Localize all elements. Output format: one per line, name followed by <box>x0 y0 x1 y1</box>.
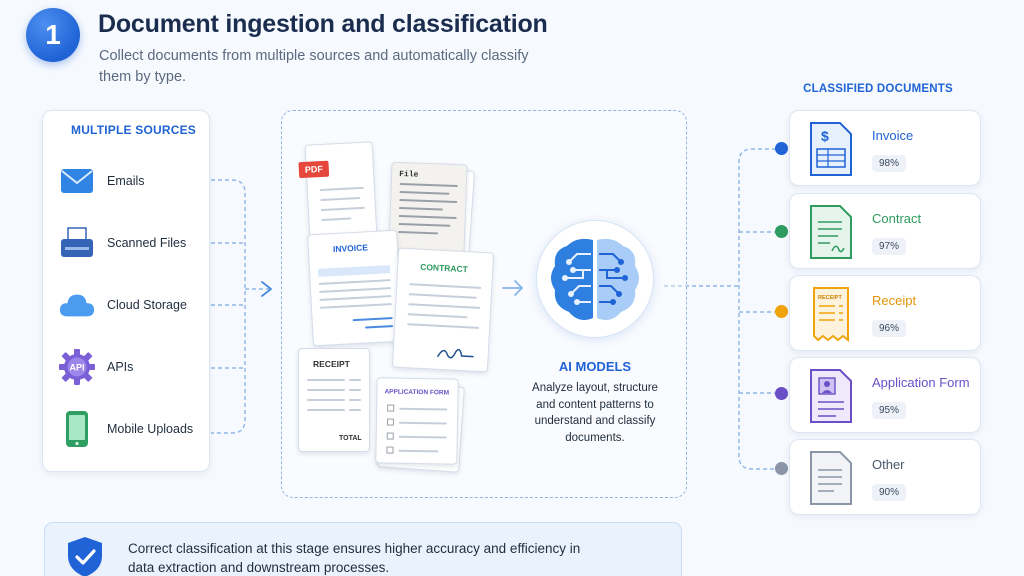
receipt-document: RECEIPT TOTAL <box>298 348 370 452</box>
receipt-icon-text: RECEIPT <box>818 295 842 301</box>
other-doc-icon <box>810 451 852 505</box>
source-label: Emails <box>107 174 145 188</box>
classified-label: Receipt <box>872 293 917 308</box>
classified-label: Invoice <box>872 128 914 143</box>
application-form-doc-title: APPLICATION FORM <box>384 388 450 397</box>
confidence-badge: 97% <box>872 238 907 255</box>
classified-label: Application Form <box>872 375 970 390</box>
confidence-badge: 95% <box>872 402 907 419</box>
classified-card-receipt: RECEIPT Receipt 96% <box>789 275 981 351</box>
source-label: Cloud Storage <box>107 298 187 312</box>
classified-card-application-form: Application Form 95% <box>789 357 981 433</box>
sources-panel: MULTIPLE SOURCES Emails Scanned Files Cl… <box>42 110 210 472</box>
source-item-emails: Emails <box>59 161 145 201</box>
classified-card-contract: Contract 97% <box>789 193 981 269</box>
classified-card-other: Other 90% <box>789 439 981 515</box>
receipt-doc-icon: RECEIPT <box>813 287 849 342</box>
invoice-connector-dot <box>775 142 788 155</box>
confidence-badge: 90% <box>872 484 907 501</box>
contract-doc-icon <box>810 205 852 259</box>
receipt-connector-dot <box>775 305 788 318</box>
classified-card-invoice: $ Invoice 98% <box>789 110 981 186</box>
pdf-tag: PDF <box>298 160 330 179</box>
classified-label: Other <box>872 457 905 472</box>
classified-heading: CLASSIFIED DOCUMENTS <box>803 83 953 95</box>
shield-check-icon <box>68 537 102 576</box>
mobile-phone-icon <box>59 411 95 447</box>
invoice-document: INVOICE <box>307 229 403 347</box>
contract-document: CONTRACT <box>391 247 495 373</box>
scan-tag: File <box>398 169 419 180</box>
application-form-document: APPLICATION FORM <box>375 377 459 465</box>
classified-label: Contract <box>872 211 922 226</box>
ai-model-circle <box>536 220 654 338</box>
invoice-doc-title: INVOICE <box>332 242 369 255</box>
source-item-apis: API APIs <box>59 347 133 387</box>
envelope-icon <box>59 163 95 199</box>
invoice-icon-text: $ <box>821 128 829 144</box>
source-item-mobile-uploads: Mobile Uploads <box>59 409 193 449</box>
api-icon-text: API <box>69 363 84 373</box>
scanner-icon <box>59 225 95 261</box>
brain-circuit-icon <box>551 238 639 320</box>
ai-models-title: AI MODELS <box>558 359 632 374</box>
signature-mark <box>436 348 474 359</box>
receipt-total-label: TOTAL <box>339 435 362 442</box>
confidence-badge: 98% <box>872 155 907 172</box>
confidence-badge: 96% <box>872 320 907 337</box>
source-label: Scanned Files <box>107 236 187 250</box>
source-item-cloud-storage: Cloud Storage <box>59 285 187 325</box>
ai-models-description: Analyze layout, structure and content pa… <box>532 382 658 444</box>
receipt-doc-title: RECEIPT <box>313 359 350 369</box>
page-title: Document ingestion and classification <box>98 10 548 38</box>
application-form-doc-icon <box>810 369 852 423</box>
source-label: APIs <box>107 360 134 374</box>
source-label: Mobile Uploads <box>107 422 194 436</box>
step-number-badge: 1 <box>26 8 80 62</box>
scanned-document: File <box>388 161 468 255</box>
other-connector-dot <box>775 462 788 475</box>
source-item-scanned-files: Scanned Files <box>59 223 186 263</box>
cloud-icon <box>59 287 95 323</box>
api-gear-icon: API <box>59 349 95 385</box>
footer-text: Correct classification at this stage ens… <box>128 541 581 575</box>
contract-doc-title: CONTRACT <box>419 261 469 275</box>
contract-connector-dot <box>775 225 788 238</box>
sources-heading: MULTIPLE SOURCES <box>71 123 196 137</box>
page-subtitle: Collect documents from multiple sources … <box>99 48 529 85</box>
info-footer <box>44 522 682 576</box>
application-form-connector-dot <box>775 387 788 400</box>
pdf-document: PDF <box>298 141 378 241</box>
invoice-doc-icon: $ <box>810 122 852 176</box>
